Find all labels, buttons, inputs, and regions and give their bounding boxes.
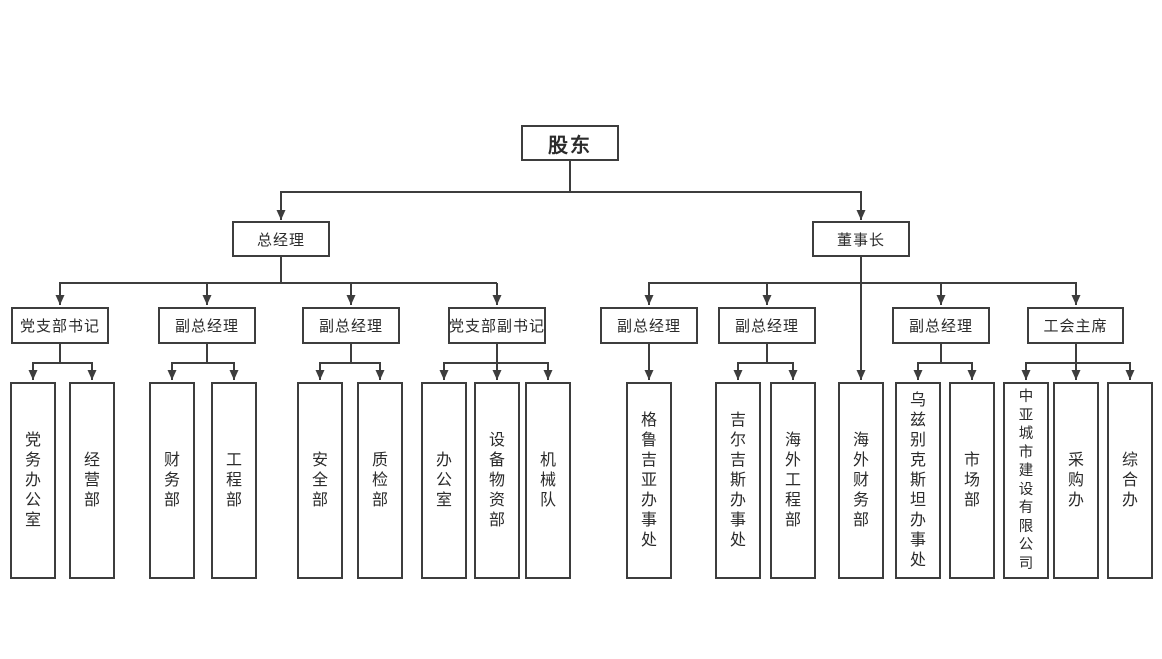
node-label: 质检部: [371, 451, 388, 509]
node-label: 机械队: [539, 451, 556, 509]
node-deputy-gm-5: 副总经理: [892, 307, 990, 344]
node-central-asia-city-construction-co: 中亚城市建设有限公司: [1003, 382, 1049, 579]
node-label: 党支部书记: [19, 318, 100, 335]
node-kyrgyzstan-office: 吉尔吉斯办事处: [715, 382, 761, 579]
node-label: 总经理: [256, 231, 305, 249]
node-party-branch-secretary: 党支部书记: [11, 307, 109, 344]
node-label: 财务部: [163, 451, 180, 509]
node-label: 副总经理: [734, 318, 799, 335]
node-label: 工会主席: [1043, 318, 1108, 335]
node-overseas-finance-dept: 海外财务部: [838, 382, 884, 579]
node-procurement-office: 采购办: [1053, 382, 1099, 579]
node-overseas-engineering-dept: 海外工程部: [770, 382, 816, 579]
node-uzbekistan-office: 乌兹别克斯坦办事处: [895, 382, 941, 579]
node-label: 副总经理: [908, 318, 973, 335]
node-label: 格鲁吉亚办事处: [640, 411, 657, 549]
node-equipment-materials-dept: 设备物资部: [474, 382, 520, 579]
node-deputy-gm-2: 副总经理: [302, 307, 400, 344]
node-label: 工程部: [225, 451, 242, 509]
node-party-affairs-office: 党务办公室: [10, 382, 56, 579]
node-label: 中亚城市建设有限公司: [1018, 389, 1034, 572]
node-chairman: 董事长: [812, 221, 910, 257]
node-label: 市场部: [963, 451, 980, 509]
node-label: 办公室: [435, 451, 452, 509]
node-shareholders: 股东: [521, 125, 619, 161]
node-machinery-team: 机械队: [525, 382, 571, 579]
node-office: 办公室: [421, 382, 467, 579]
node-label: 党支部副书记: [449, 318, 546, 335]
node-deputy-gm-1: 副总经理: [158, 307, 256, 344]
node-label: 经营部: [83, 451, 100, 509]
node-general-affairs-office: 综合办: [1107, 382, 1153, 579]
node-safety-dept: 安全部: [297, 382, 343, 579]
node-label: 董事长: [836, 231, 885, 249]
node-operations-dept: 经营部: [69, 382, 115, 579]
node-deputy-gm-3: 副总经理: [600, 307, 698, 344]
node-label: 副总经理: [318, 318, 383, 335]
node-finance-dept: 财务部: [149, 382, 195, 579]
node-label: 海外财务部: [852, 431, 869, 529]
node-label: 设备物资部: [488, 431, 505, 529]
node-label: 副总经理: [616, 318, 681, 335]
node-quality-inspection-dept: 质检部: [357, 382, 403, 579]
node-label: 吉尔吉斯办事处: [729, 411, 746, 549]
node-party-branch-deputy-secretary: 党支部副书记: [448, 307, 546, 344]
node-label: 海外工程部: [784, 431, 801, 529]
node-general-manager: 总经理: [232, 221, 330, 257]
node-label: 副总经理: [174, 318, 239, 335]
node-label: 综合办: [1121, 451, 1138, 509]
node-union-chairman: 工会主席: [1027, 307, 1124, 344]
node-deputy-gm-4: 副总经理: [718, 307, 816, 344]
node-label: 采购办: [1067, 451, 1084, 509]
node-market-dept: 市场部: [949, 382, 995, 579]
node-engineering-dept: 工程部: [211, 382, 257, 579]
node-label: 乌兹别克斯坦办事处: [909, 391, 926, 569]
node-georgia-office: 格鲁吉亚办事处: [626, 382, 672, 579]
node-label: 党务办公室: [24, 431, 41, 529]
node-label: 股东: [548, 134, 592, 157]
node-label: 安全部: [311, 451, 328, 509]
